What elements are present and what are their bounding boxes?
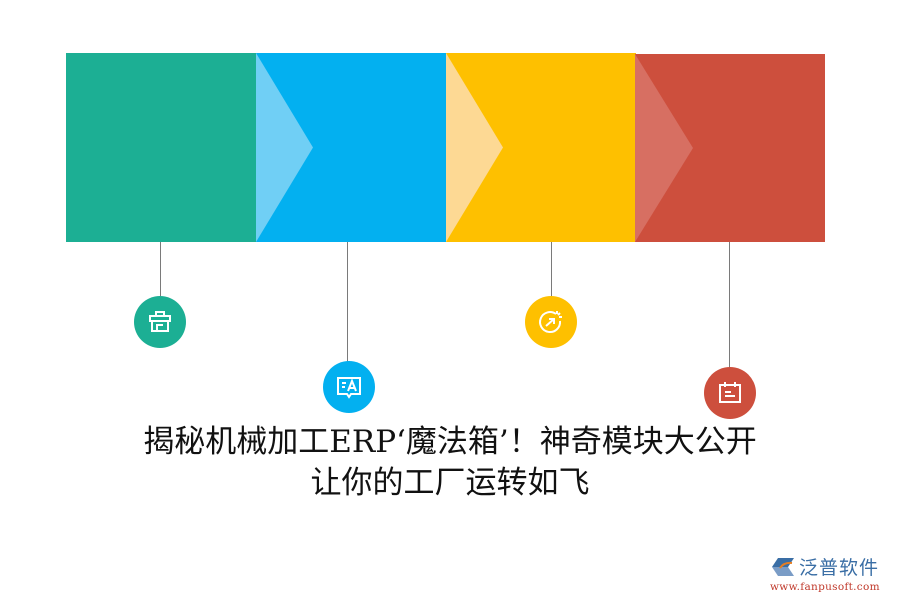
- step-node-1: [134, 296, 186, 348]
- chevron-arrow-icon: [256, 53, 313, 242]
- step-node-3: [525, 296, 577, 348]
- connector-line-4: [729, 242, 730, 368]
- translate-chat-icon: [337, 377, 361, 399]
- chevron-arrow-icon: [635, 54, 693, 242]
- fanpu-logo-icon: [772, 557, 794, 576]
- brand-name: 泛普软件: [799, 557, 880, 579]
- step-block-4: [635, 54, 825, 242]
- calendar-icon: [719, 382, 741, 403]
- connector-line-2: [347, 242, 348, 362]
- brand-url: www.fanpusoft.com: [770, 581, 880, 593]
- page-title: 揭秘机械加工ERP‘魔法箱’！神奇模块大公开 让你的工厂运转如飞: [0, 422, 900, 504]
- step-block-1: [66, 53, 256, 242]
- connector-line-3: [551, 242, 552, 296]
- step-node-4: [704, 367, 756, 419]
- title-line-1: 揭秘机械加工ERP‘魔法箱’！神奇模块大公开: [143, 424, 757, 460]
- brand-logo: 泛普软件 www.fanpusoft.com: [770, 553, 895, 593]
- step-block-2: [256, 53, 446, 242]
- step-block-3: [446, 53, 636, 242]
- chevron-arrow-icon: [446, 53, 503, 242]
- target-arrow-icon: [539, 311, 562, 333]
- title-line-2: 让你的工厂运转如飞: [310, 465, 590, 501]
- step-node-2: [323, 361, 375, 413]
- connector-line-1: [160, 242, 161, 296]
- toolbox-icon: [149, 311, 171, 332]
